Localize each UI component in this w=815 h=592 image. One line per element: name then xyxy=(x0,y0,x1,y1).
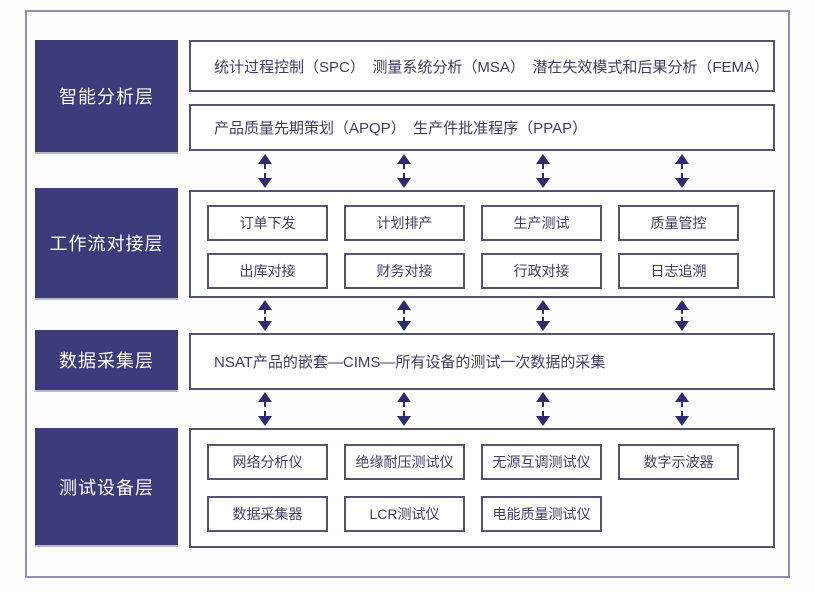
box-passive-intermod-tester: 无源互调测试仪 xyxy=(481,444,602,480)
double-arrow-icon xyxy=(257,392,273,426)
arrow-stem xyxy=(264,163,266,179)
double-arrow-icon xyxy=(535,392,551,426)
box-network-analyzer: 网络分析仪 xyxy=(207,444,328,480)
box-insulation-withstand-tester: 绝缘耐压测试仪 xyxy=(344,444,465,480)
outer-frame xyxy=(25,10,790,578)
arrow-stem xyxy=(542,309,544,322)
arrow-stem xyxy=(264,309,266,322)
planning-methods-box: 产品质量先期策划（APQP） 生产件批准程序（PPAP） xyxy=(189,104,775,151)
workflow-row-2: 出库对接 财务对接 行政对接 日志追溯 xyxy=(191,253,773,289)
analysis-methods-box: 统计过程控制（SPC） 测量系统分析（MSA） 潜在失效模式和后果分析（FEMA… xyxy=(189,40,775,92)
double-arrow-icon xyxy=(674,154,690,188)
layer-label-data-collection: 数据采集层 xyxy=(35,330,178,390)
arrow-stem xyxy=(542,163,544,179)
box-finance-interface: 财务对接 xyxy=(344,253,465,289)
arrow-stem xyxy=(403,401,405,417)
double-arrow-icon xyxy=(674,392,690,426)
arrow-stem xyxy=(681,163,683,179)
data-collection-box: NSAT产品的嵌套—CIMS—所有设备的测试一次数据的采集 xyxy=(189,333,775,390)
workflow-row-1: 订单下发 计划排产 生产测试 质量管控 xyxy=(191,205,773,241)
arrow-stem xyxy=(403,309,405,322)
box-quality-control: 质量管控 xyxy=(618,205,739,241)
box-admin-interface: 行政对接 xyxy=(481,253,602,289)
box-log-tracing: 日志追溯 xyxy=(618,253,739,289)
box-power-quality-analyzer: 电能质量测试仪 xyxy=(481,496,602,532)
arrow-stem xyxy=(542,401,544,417)
box-digital-oscilloscope: 数字示波器 xyxy=(618,444,739,480)
double-arrow-icon xyxy=(396,300,412,331)
double-arrow-icon xyxy=(396,392,412,426)
box-order-dispatch: 订单下发 xyxy=(207,205,328,241)
double-arrow-icon xyxy=(674,300,690,331)
arrow-stem xyxy=(264,401,266,417)
double-arrow-icon xyxy=(535,154,551,188)
double-arrow-icon xyxy=(257,300,273,331)
box-production-scheduling: 计划排产 xyxy=(344,205,465,241)
box-outbound-interface: 出库对接 xyxy=(207,253,328,289)
arrow-stem xyxy=(681,309,683,322)
box-lcr-meter: LCR测试仪 xyxy=(344,496,465,532)
layer-label-workflow-interface: 工作流对接层 xyxy=(35,188,178,298)
layer-label-test-equipment: 测试设备层 xyxy=(35,428,178,545)
equipment-row-2: 数据采集器 LCR测试仪 电能质量测试仪 xyxy=(191,496,773,532)
box-data-logger: 数据采集器 xyxy=(207,496,328,532)
equipment-row-1: 网络分析仪 绝缘耐压测试仪 无源互调测试仪 数字示波器 xyxy=(191,444,773,480)
layer-label-intelligent-analysis: 智能分析层 xyxy=(35,40,178,152)
double-arrow-icon xyxy=(257,154,273,188)
double-arrow-icon xyxy=(396,154,412,188)
workflow-container: 订单下发 计划排产 生产测试 质量管控 出库对接 财务对接 行政对接 日志追溯 xyxy=(189,190,775,298)
box-production-testing: 生产测试 xyxy=(481,205,602,241)
double-arrow-icon xyxy=(535,300,551,331)
equipment-container: 网络分析仪 绝缘耐压测试仪 无源互调测试仪 数字示波器 数据采集器 LCR测试仪… xyxy=(189,428,775,548)
arrow-stem xyxy=(681,401,683,417)
arrow-stem xyxy=(403,163,405,179)
